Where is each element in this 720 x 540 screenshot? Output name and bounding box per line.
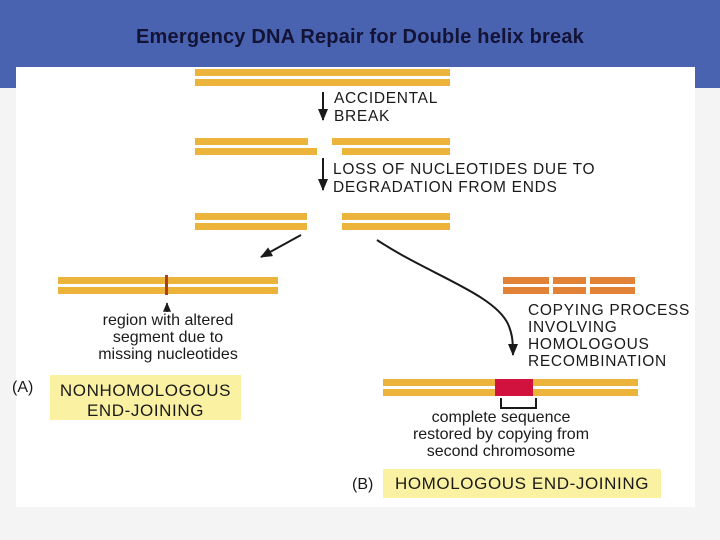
homolog-strand-bottom-seg3 — [590, 287, 635, 294]
copying-process-line3: HOMOLOGOUS — [528, 336, 650, 353]
panel-b-tag: (B) — [352, 476, 374, 493]
dna-intact-strand-bottom — [195, 79, 450, 86]
accidental-break-label: ACCIDENTAL BREAK — [334, 90, 438, 125]
panel-a-title-line2: END-JOINING — [86, 400, 205, 420]
dna-broken-left-strand-top — [195, 138, 308, 145]
dna-degraded-right-strand-top — [342, 213, 450, 220]
dna-broken-right-strand-bottom — [342, 148, 450, 155]
altered-region-line3: missing nucleotides — [98, 346, 238, 363]
altered-region-line2: segment due to — [112, 329, 224, 346]
restored-sequence-line3: second chromosome — [426, 443, 576, 460]
copying-process-line2: INVOLVING — [528, 319, 618, 336]
copying-process-label: COPYING PROCESS INVOLVING HOMOLOGOUS REC… — [528, 302, 690, 370]
panel-b-title: HOMOLOGOUS END-JOINING — [383, 469, 661, 498]
nucleotide-loss-line2: DEGRADATION FROM ENDS — [333, 178, 558, 196]
panel-a-title-line1: NONHOMOLOGOUS — [59, 381, 232, 400]
dna-broken-left-strand-bottom — [195, 148, 317, 155]
accidental-break-line2: BREAK — [334, 107, 391, 125]
restored-sequence-caption: complete sequence restored by copying fr… — [395, 409, 607, 460]
nucleotide-loss-label: LOSS OF NUCLEOTIDES DUE TO DEGRADATION F… — [333, 161, 595, 196]
dna-joined-strand-bottom — [58, 287, 278, 294]
homolog-strand-top-seg2 — [553, 277, 586, 284]
accidental-break-line1: ACCIDENTAL — [334, 90, 439, 107]
dna-degraded-left-strand-top — [195, 213, 307, 220]
homolog-strand-top-seg1 — [503, 277, 549, 284]
slide-title: Emergency DNA Repair for Double helix br… — [136, 26, 584, 48]
panel-a-title: NONHOMOLOGOUS END-JOINING — [50, 375, 241, 420]
homolog-strand-top-seg3 — [590, 277, 635, 284]
copying-process-line1: COPYING PROCESS — [528, 302, 691, 319]
dna-broken-right-strand-top — [332, 138, 450, 145]
dna-degraded-right-strand-bottom — [342, 223, 450, 230]
restored-sequence-line2: restored by copying from — [412, 426, 590, 443]
dna-joined-strand-top — [58, 277, 278, 284]
homolog-strand-bottom-seg1 — [503, 287, 549, 294]
nucleotide-loss-line1: LOSS OF NUCLEOTIDES DUE TO — [333, 161, 596, 178]
panel-a-tag: (A) — [12, 379, 34, 396]
dna-intact-strand-top — [195, 69, 450, 76]
copied-sequence-segment — [495, 379, 533, 396]
altered-region-line1: region with altered — [102, 312, 234, 329]
altered-junction-mark — [165, 275, 168, 295]
dna-degraded-left-strand-bottom — [195, 223, 307, 230]
homolog-strand-bottom-seg2 — [553, 287, 586, 294]
copied-segment-bracket — [500, 398, 537, 409]
altered-region-caption: region with altered segment due to missi… — [68, 312, 268, 363]
copying-process-line4: RECOMBINATION — [528, 353, 667, 370]
restored-sequence-line1: complete sequence — [431, 409, 571, 426]
